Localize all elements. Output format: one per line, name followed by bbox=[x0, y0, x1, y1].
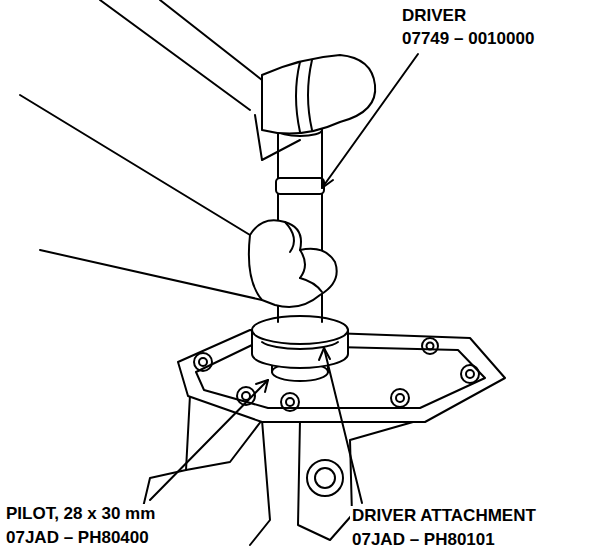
part-name: PILOT, 28 x 30 mm bbox=[4, 504, 157, 524]
part-name: DRIVER ATTACHMENT bbox=[350, 506, 538, 526]
leader-line bbox=[150, 54, 418, 503]
driver-attachment bbox=[252, 316, 348, 368]
part-number: 07JAD – PH80400 bbox=[4, 528, 151, 548]
part-number: 07749 – 0010000 bbox=[400, 29, 536, 49]
part-number: 07JAD – PH80101 bbox=[350, 530, 497, 550]
part-name: DRIVER bbox=[400, 6, 468, 26]
hammer bbox=[100, 0, 375, 160]
